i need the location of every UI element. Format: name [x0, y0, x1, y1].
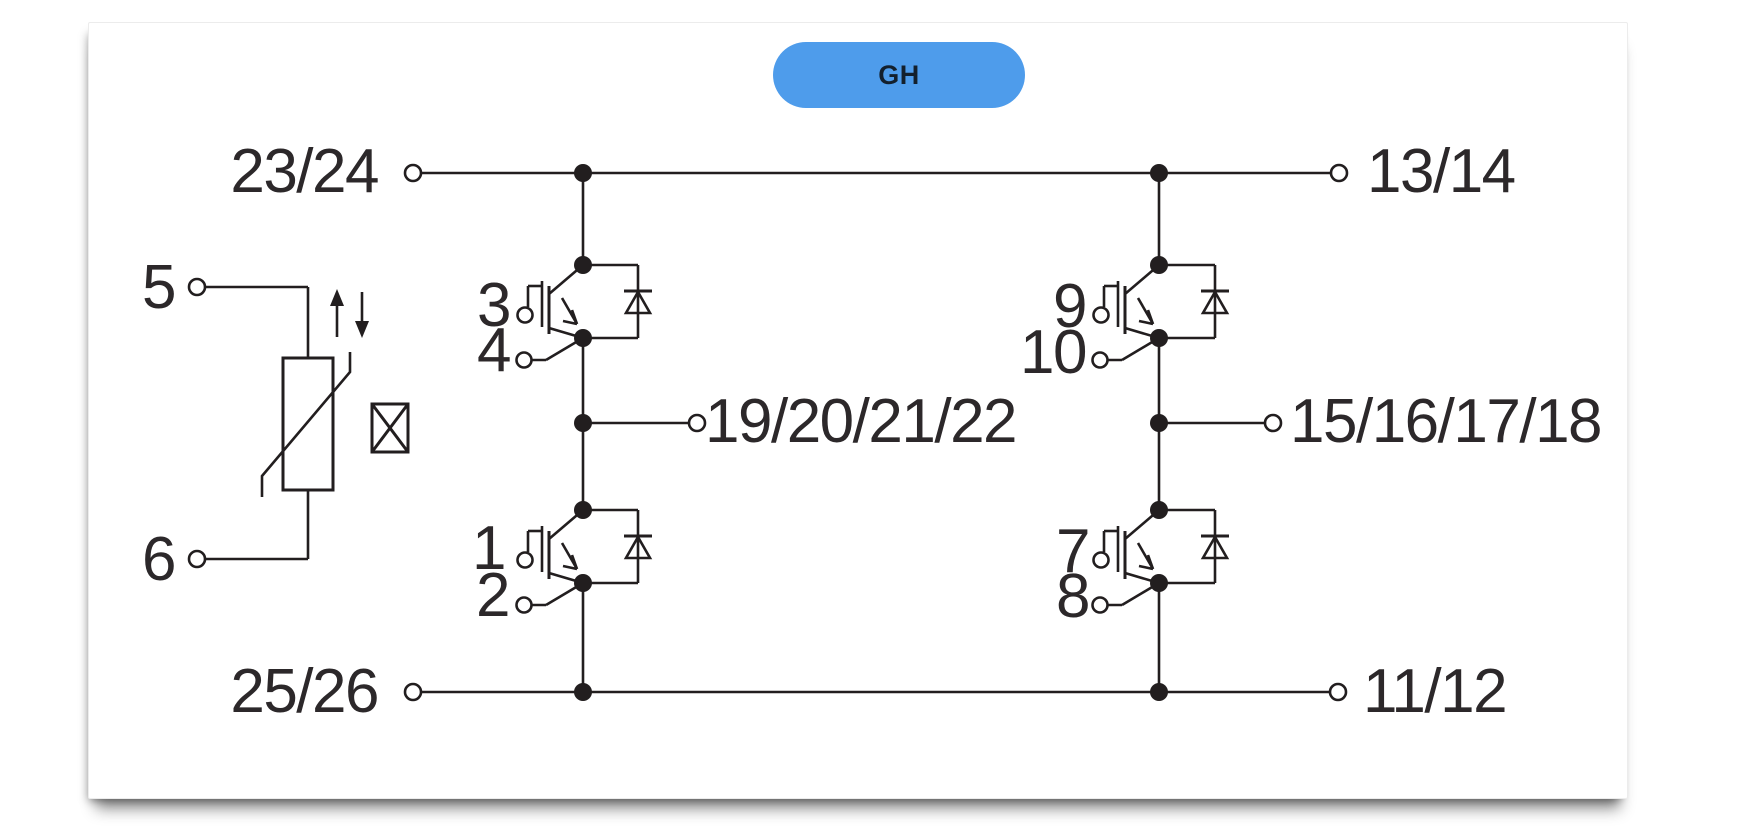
- terminal-label-phase-right: 15/16/17/18: [1290, 387, 1601, 456]
- terminal-circle-9: [1092, 306, 1110, 324]
- terminal-circle-4: [515, 351, 533, 369]
- terminal-label-q1-gate: 3: [477, 271, 510, 340]
- freewheel-diode-d3: [1159, 263, 1230, 340]
- left-leg: [581, 173, 707, 692]
- ntc-thermistor: [187, 277, 352, 569]
- terminal-circle-phase-right: [1263, 413, 1283, 433]
- terminal-circle-6: [187, 549, 207, 569]
- terminal-label-q2-aux: 2: [476, 561, 509, 630]
- terminal-circle-7: [1092, 551, 1110, 569]
- dc-minus-rail: [403, 682, 1348, 702]
- terminal-label-ntc-top: 5: [142, 253, 175, 322]
- igbt-q2-bottom-left: [515, 509, 584, 614]
- terminal-label-q4-gate: 7: [1056, 517, 1089, 586]
- gh-badge-button[interactable]: GH: [773, 42, 1025, 108]
- terminal-label-q3-gate: 9: [1053, 272, 1086, 341]
- terminal-label-q1-aux: 4: [477, 316, 510, 385]
- terminal-circle-phase-left: [687, 413, 707, 433]
- terminal-label-dc-plus-left: 23/24: [230, 137, 378, 206]
- terminal-circle-5: [187, 277, 207, 297]
- freewheel-diode-d2: [583, 508, 653, 585]
- terminal-circle-3: [516, 306, 534, 324]
- terminal-label-q2-gate: 1: [472, 514, 505, 583]
- terminal-circle-1: [516, 551, 534, 569]
- terminal-label-phase-left: 19/20/21/22: [705, 387, 1016, 456]
- terminal-circle-13-14: [1329, 163, 1349, 183]
- terminal-circle-23-24: [403, 163, 423, 183]
- igbt-q4-bottom-right: [1091, 509, 1160, 614]
- igbt-q3-top-right: [1091, 264, 1160, 369]
- terminal-circle-25-26: [403, 682, 423, 702]
- terminal-label-dc-minus-right: 11/12: [1363, 657, 1506, 726]
- freewheel-diode-d4: [1159, 508, 1230, 585]
- page-card: [88, 22, 1628, 799]
- terminal-circle-10: [1091, 351, 1109, 369]
- terminal-label-dc-plus-right: 13/14: [1367, 137, 1515, 206]
- terminal-label-q3-aux: 10: [1020, 318, 1086, 387]
- dc-plus-rail: [403, 163, 1349, 183]
- igbt-q1-top-left: [515, 264, 584, 369]
- terminal-circle-2: [515, 596, 533, 614]
- bidirectional-arrows-icon: [330, 289, 369, 338]
- right-leg: [1157, 173, 1283, 692]
- terminal-label-q4-aux: 8: [1056, 562, 1089, 631]
- terminal-label-ntc-bottom: 6: [142, 525, 175, 594]
- isolation-crossed-box-icon: [370, 402, 410, 454]
- terminal-circle-11-12: [1328, 682, 1348, 702]
- freewheel-diode-d1: [583, 263, 653, 340]
- junction-dots-right-leg: [1150, 164, 1168, 701]
- terminal-circle-8: [1091, 596, 1109, 614]
- junction-dots-left-leg: [574, 164, 592, 701]
- terminal-label-dc-minus-left: 25/26: [230, 657, 378, 726]
